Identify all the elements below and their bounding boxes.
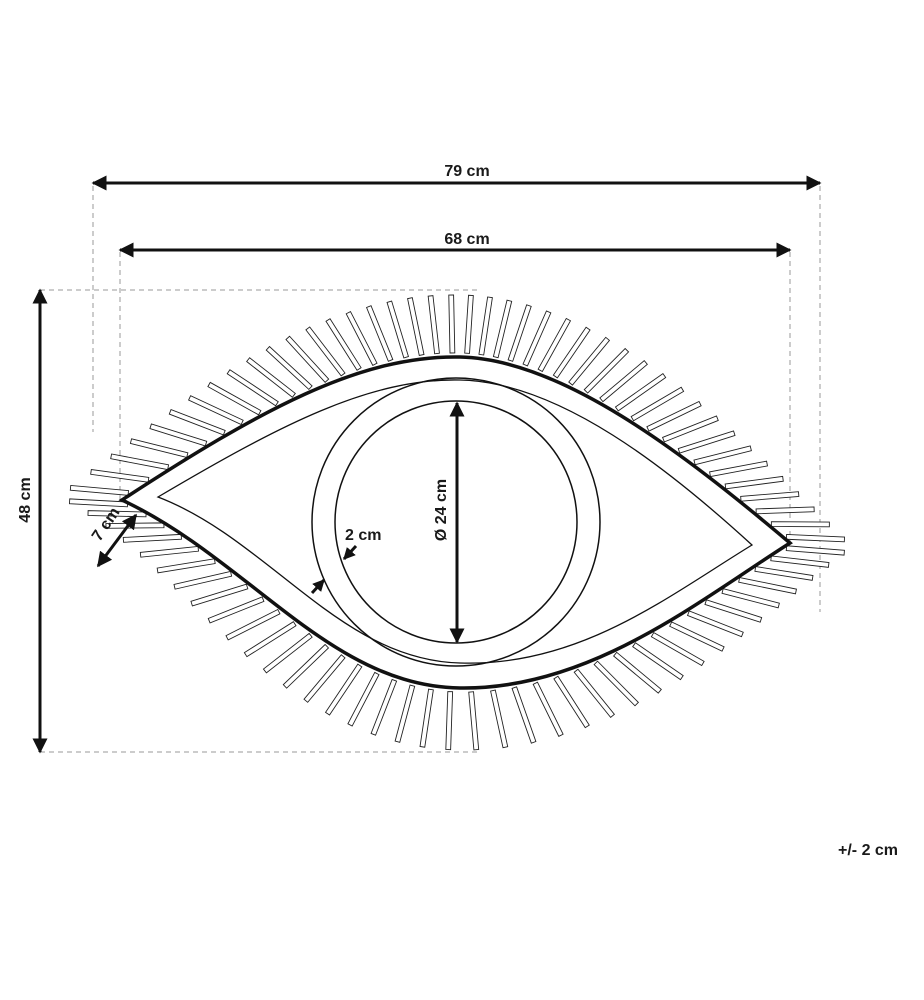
fringe-stick <box>246 357 296 398</box>
fringe-stick <box>630 386 685 422</box>
fringe-stick <box>305 326 346 377</box>
fringe-stick <box>614 372 667 412</box>
fringe-stick <box>190 583 249 607</box>
fringe-stick <box>226 369 279 407</box>
fringe-stick <box>490 689 509 749</box>
fringe-stick <box>553 675 590 729</box>
fringe-stick <box>445 691 454 751</box>
fringe-stick <box>207 596 265 624</box>
fringe-stick <box>427 295 440 355</box>
fringe-stick <box>632 642 684 681</box>
fringe-stick <box>650 631 705 667</box>
eye-frame-outer <box>118 355 793 690</box>
fringe-stick <box>68 498 129 508</box>
fringe-stick <box>207 381 262 416</box>
fringe-stick <box>365 305 394 362</box>
fringe-stick <box>149 423 208 447</box>
fringe-stick <box>599 360 648 403</box>
fringe-stick <box>419 688 434 748</box>
fringe-stick <box>686 610 744 638</box>
mirror-diameter-label: Ø 24 cm <box>433 479 450 541</box>
fringe-stick <box>770 521 830 528</box>
fringe-stick <box>693 445 752 466</box>
fringe-stick <box>69 484 129 496</box>
tolerance-note: +/- 2 cm <box>838 842 899 859</box>
fringe-stick <box>740 491 800 502</box>
fringe-stick <box>394 684 416 743</box>
fringe-stick <box>407 297 425 356</box>
fringe-stick <box>243 621 297 658</box>
fringe-stick <box>90 469 150 483</box>
fringe-stick <box>552 326 591 379</box>
fringe-stick <box>593 660 640 707</box>
fringe-stick <box>568 336 611 386</box>
fringe-stick <box>448 294 456 354</box>
fringe-stick <box>324 663 363 716</box>
fringe-stick <box>785 545 845 556</box>
frame-thickness-label: 2 cm <box>345 527 381 544</box>
fringe-stick <box>262 632 313 674</box>
frame-width-label: 68 cm <box>444 231 489 248</box>
fringe-stick <box>370 678 398 736</box>
fringe-stick <box>386 300 409 359</box>
fringe-stick <box>225 608 281 641</box>
overall-height-label: 48 cm <box>17 477 34 522</box>
fringe-stick <box>721 588 780 609</box>
fringe-stick <box>532 681 564 737</box>
mirror-ring-outer <box>311 377 601 667</box>
fringe-stick <box>265 345 313 391</box>
fringe-stick <box>122 533 182 543</box>
fringe-stick <box>522 310 552 367</box>
fringe-stick <box>646 400 702 432</box>
fringe-stick <box>187 395 244 426</box>
fringe-stick <box>285 335 330 383</box>
fringe-stick <box>511 686 537 744</box>
fringe-stick <box>537 317 572 373</box>
fringe-stick <box>110 453 170 471</box>
fringe-stick <box>755 506 815 515</box>
fringe-stick <box>738 576 797 595</box>
fringe-stick <box>129 438 189 458</box>
fringe-stick <box>785 533 845 543</box>
fringe-stick <box>573 668 616 719</box>
fringe-stick <box>754 566 814 581</box>
fringe-stick <box>770 555 830 568</box>
fringe-sticks <box>68 294 845 751</box>
fringe-stick <box>492 299 513 359</box>
fringe-stick <box>325 318 362 371</box>
fringe-stick <box>478 296 493 356</box>
fringe-stick <box>612 651 662 694</box>
fringe-stick <box>669 621 725 652</box>
fringe-stick <box>464 294 474 354</box>
fringe-stick <box>156 558 216 574</box>
thickness-arrow-lower <box>310 578 326 595</box>
fringe-stick <box>704 599 763 623</box>
eye-frame-inner <box>156 379 754 664</box>
fringe-stick <box>724 475 784 490</box>
fringe-stick <box>709 460 768 478</box>
fringe-stick <box>282 643 330 689</box>
fringe-stick <box>661 415 719 443</box>
fringe-stick <box>303 654 346 703</box>
fringe-stick <box>173 570 233 590</box>
fringe-stick <box>468 691 480 751</box>
fringe-stick <box>507 304 532 362</box>
fringe-stick <box>677 430 736 454</box>
fringe-stick <box>347 671 380 727</box>
guide-lines <box>40 186 821 753</box>
fringe-stick <box>139 545 199 558</box>
fringe-length-arrow <box>96 513 138 568</box>
thickness-arrow-upper <box>342 544 358 561</box>
fringe-stick <box>168 409 226 436</box>
fringe-stick <box>345 310 378 366</box>
overall-width-label: 79 cm <box>444 163 489 180</box>
fringe-stick <box>583 347 630 394</box>
